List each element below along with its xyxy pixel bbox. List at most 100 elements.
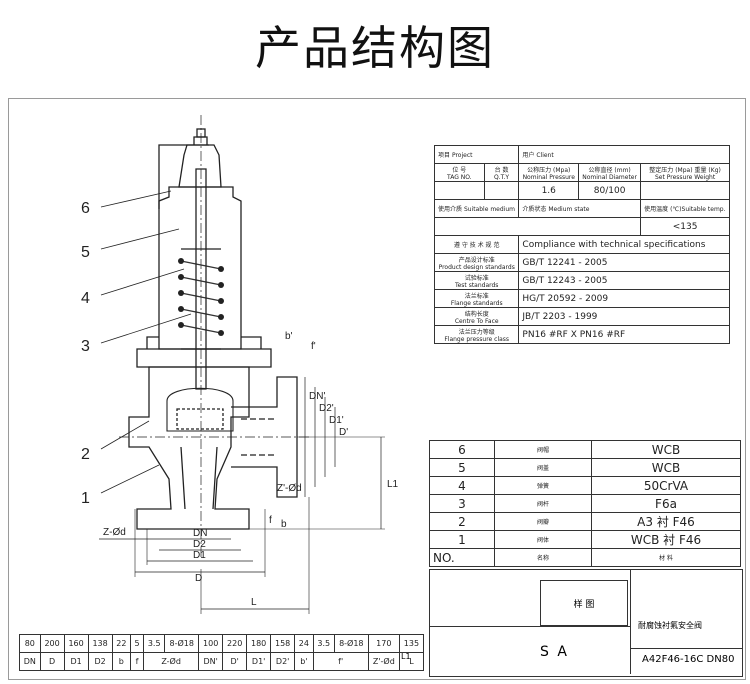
- tech-header: Compliance with technical specifications: [518, 235, 730, 254]
- dim-label: f: [130, 652, 145, 671]
- dim-label: Z-Ød: [143, 652, 200, 671]
- sample-label: 样 图: [540, 580, 628, 626]
- part-material: WCB 衬 F46: [591, 530, 741, 549]
- part-no: 1: [429, 530, 495, 549]
- nominal-pressure-value: 1.6: [518, 181, 580, 200]
- part-material: A3 衬 F46: [591, 512, 741, 531]
- standard-cn: 法兰压力等级: [458, 328, 495, 336]
- temp-value: <135: [640, 217, 730, 236]
- client-cn: 用户: [522, 152, 535, 159]
- qty-label: Q.T.Y: [493, 173, 510, 181]
- part-material: WCB: [591, 440, 741, 459]
- standard-value: GB/T 12241 - 2005: [518, 253, 730, 272]
- wt-label: Weight: [694, 173, 716, 181]
- wt-unit: (Kg): [708, 166, 721, 174]
- standard-en: Product design standards: [438, 263, 515, 271]
- dim-label: D2': [270, 652, 296, 671]
- part-name: 阀盖: [494, 458, 592, 477]
- parts-header-no: NO.: [429, 548, 495, 567]
- nd-cn: 公称直径: [588, 166, 613, 174]
- dim-label: D2: [87, 652, 113, 671]
- standard-cn: 产品设计标准: [458, 256, 495, 264]
- part-no: 2: [429, 512, 495, 531]
- dim-label: b: [111, 652, 132, 671]
- dim-value: 8-Ø18: [333, 634, 369, 653]
- dim-value: 158: [270, 634, 296, 653]
- callout-5: 5: [81, 244, 90, 261]
- dim-label-zd: Z-Ød: [103, 527, 126, 538]
- title-block: 样 图 耐腐蚀衬氟安全阀 S A A42F46-16C DN80: [429, 569, 743, 677]
- dim-label-d: D: [195, 573, 202, 584]
- wt-cn: 重量: [694, 166, 707, 174]
- standard-value: JB/T 2203 - 1999: [518, 307, 730, 326]
- standard-en: Flange pressure class: [444, 335, 510, 343]
- dim-value: 220: [222, 634, 248, 653]
- standard-en: Test standards: [454, 281, 499, 289]
- standard-value: HG/T 20592 - 2009: [518, 289, 730, 308]
- valve-disc: [166, 387, 234, 432]
- page-title: 产品结构图: [255, 21, 495, 75]
- dim-value: 100: [198, 634, 224, 653]
- np-label: Nominal Pressure: [522, 173, 575, 181]
- callout-6: 6: [81, 200, 90, 217]
- dim-label: Z'-Ød: [367, 652, 400, 671]
- parts-header-material: 材 料: [591, 548, 741, 567]
- callout-3: 3: [81, 338, 90, 355]
- project-label: Project: [451, 152, 473, 159]
- valve-stem: [195, 168, 207, 390]
- dim-value: 22: [111, 634, 132, 653]
- part-material: F6a: [591, 494, 741, 513]
- callout-2: 2: [81, 446, 90, 463]
- dim-value: 3.5: [312, 634, 335, 653]
- drawing-sheet: 6 5 4 3 2 1 DN D2 D1 D L L1 Z-Ød b f DN'…: [8, 98, 746, 680]
- dim-label-l1: L1: [387, 479, 399, 490]
- dim-label: DN': [198, 652, 224, 671]
- nd-unit: (mm): [614, 166, 631, 174]
- callout-4: 4: [81, 290, 90, 307]
- standard-en: Flange standards: [450, 299, 503, 307]
- dim-value: 200: [39, 634, 65, 653]
- state-cn: 介质状态: [522, 206, 547, 213]
- dim-value: 5: [130, 634, 145, 653]
- dim-label: D: [39, 652, 65, 671]
- dim-label: D': [222, 652, 248, 671]
- sp-label: Set Pressure: [654, 173, 693, 181]
- dim-label-l: L: [251, 597, 257, 608]
- dim-label-f: f: [269, 515, 272, 526]
- medium-label: Suitable medium: [463, 206, 515, 213]
- np-unit: (Mpa): [553, 166, 571, 174]
- dim-label: L: [398, 652, 425, 671]
- sp-cn: 整定压力: [649, 166, 674, 174]
- standard-cn: 法兰标准: [464, 292, 489, 300]
- dim-label-d1: D1: [193, 550, 206, 561]
- dim-value: 180: [246, 634, 272, 653]
- dim-label-b: b: [281, 519, 287, 530]
- part-name: 阀瓣: [494, 512, 592, 531]
- dim-value: 135: [398, 634, 425, 653]
- dim-label: D1: [63, 652, 89, 671]
- valve-body: [128, 366, 250, 530]
- model-number: A42F46-16C DN80: [642, 654, 735, 665]
- dim-label-l1-cell: L1: [401, 652, 411, 661]
- np-cn: 公称压力: [527, 166, 552, 174]
- tech-cn: 遵 守 技 术 规 范: [433, 235, 520, 254]
- qty-cn: 台 数: [494, 166, 509, 174]
- tag-label: TAG NO.: [447, 173, 472, 181]
- parts-header-name: 名称: [494, 548, 592, 567]
- valve-drawing: 6 5 4 3 2 1 DN D2 D1 D L L1 Z-Ød b f DN'…: [81, 115, 399, 614]
- dim-label-dn: DN: [193, 528, 207, 539]
- dim-value: 8-Ø18: [164, 634, 200, 653]
- state-label: Medium state: [548, 206, 590, 213]
- project-cn: 项目: [438, 152, 451, 159]
- standard-cn: 结构长度: [464, 310, 489, 318]
- spring-coil-sections: [178, 258, 224, 336]
